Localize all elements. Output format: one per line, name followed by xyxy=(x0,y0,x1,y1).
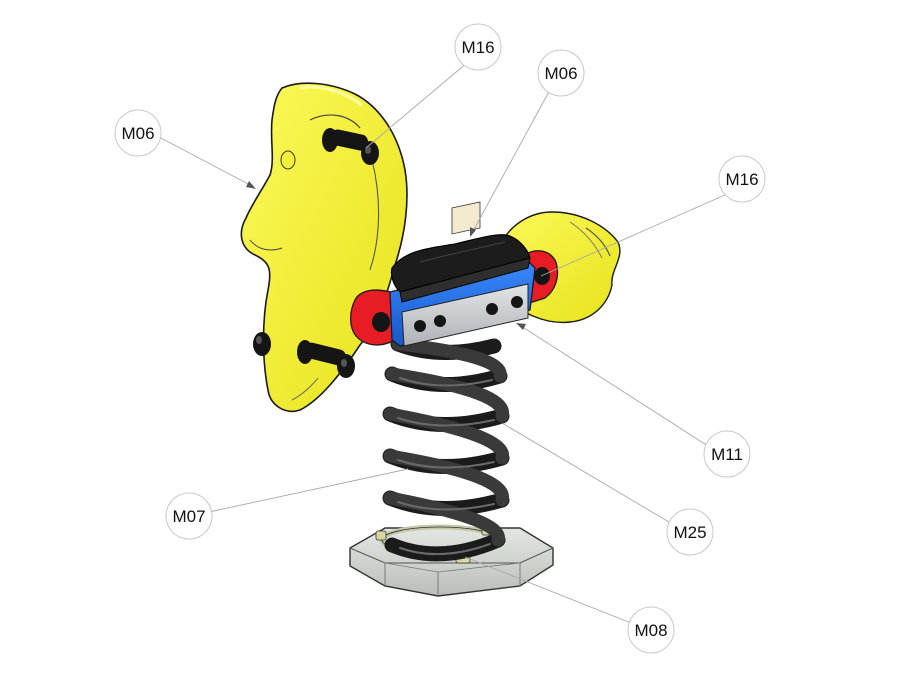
leader-m06-left xyxy=(158,136,253,187)
callout-label: M11 xyxy=(711,445,743,464)
callout-label: M08 xyxy=(634,621,667,640)
leader-m16-right xyxy=(540,193,728,277)
leader-m07 xyxy=(208,468,409,513)
handle-lower xyxy=(297,340,355,378)
callout-m16-top: M16 xyxy=(454,23,502,71)
arrowhead-icon xyxy=(246,181,256,189)
callout-m06-left: M06 xyxy=(114,109,162,157)
leader-m06-top xyxy=(471,87,552,234)
arrowhead-icon xyxy=(516,323,526,330)
callout-m25: M25 xyxy=(666,508,714,556)
leader-m16-top xyxy=(365,61,469,149)
callout-label: M06 xyxy=(544,64,577,83)
leader-lines xyxy=(158,61,728,624)
leader-m25 xyxy=(501,422,675,526)
callout-label: M16 xyxy=(725,170,758,189)
callout-label: M25 xyxy=(673,523,706,542)
name-plate xyxy=(401,201,529,347)
callout-m07: M07 xyxy=(165,492,213,540)
callout-m06-top: M06 xyxy=(537,49,585,97)
callout-m08: M08 xyxy=(627,606,675,654)
handle-lower-left xyxy=(253,332,271,356)
arrowhead-icon xyxy=(470,227,476,237)
callout-label: M16 xyxy=(461,38,494,57)
callout-m16-right: M16 xyxy=(718,155,766,203)
handle-upper xyxy=(322,128,379,165)
callout-m11: M11 xyxy=(703,430,751,478)
seat xyxy=(390,234,531,303)
callout-label: M07 xyxy=(172,507,205,526)
leader-m08 xyxy=(464,556,632,624)
spring xyxy=(382,336,510,562)
callout-label: M06 xyxy=(121,124,154,143)
leader-m11 xyxy=(520,325,709,447)
